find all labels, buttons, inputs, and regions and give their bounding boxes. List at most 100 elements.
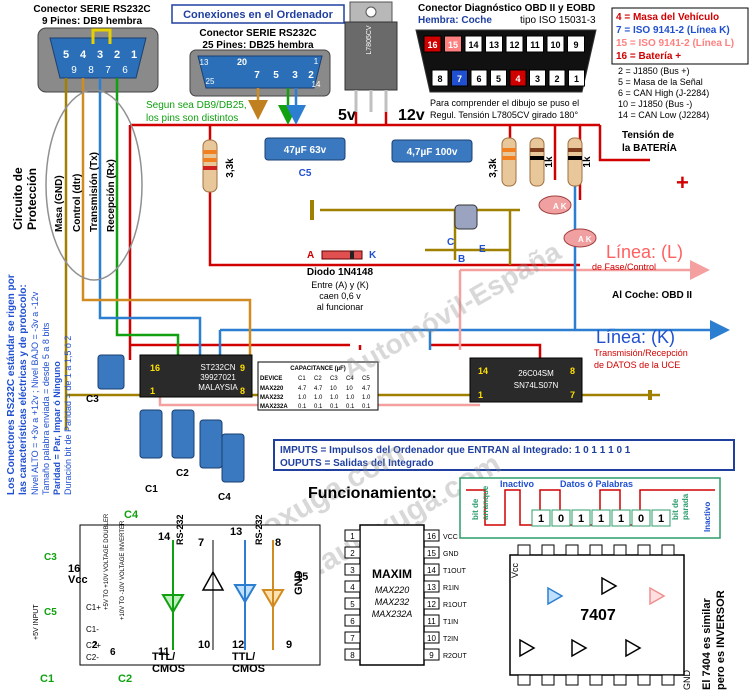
- svg-text:9: 9: [71, 65, 77, 76]
- maxim-left-pin: [344, 546, 361, 559]
- rs232-standard-note: Los Conectores RS232C estándar se rigen …: [6, 274, 73, 495]
- svg-text:al funcionar: al funcionar: [317, 302, 364, 312]
- svg-text:C1: C1: [298, 376, 306, 382]
- maxim-right-pin-label: 14: [427, 566, 436, 575]
- svg-text:Duración bit de Paridad = de 1: Duración bit de Paridad = de 1 a 1,5 ó 2: [63, 336, 73, 495]
- obd-title: Conector Diagnóstico OBD II y EOBD: [418, 3, 595, 14]
- svg-text:9: 9: [286, 639, 292, 651]
- svg-text:14: 14: [478, 366, 488, 376]
- svg-text:8: 8: [88, 65, 94, 76]
- al-coche-label: Al Coche: OBD II: [612, 290, 692, 301]
- svg-text:6: 6: [122, 65, 128, 76]
- obd-pin-label: 6: [476, 74, 481, 84]
- maxim-left-pin: [344, 614, 361, 627]
- ic-st232: ST232CN 39927021 MALAYSIA 16 9 1 8: [139, 354, 253, 398]
- obd-pin-label: 12: [509, 40, 519, 50]
- svg-text:11: 11: [158, 646, 170, 658]
- svg-text:C2-: C2-: [86, 653, 99, 662]
- svg-text:C2: C2: [314, 376, 322, 382]
- obd-pin: [423, 35, 442, 53]
- maxim-right-pin: [423, 648, 440, 661]
- ic7407-top-pin: [589, 544, 603, 556]
- svg-text:C3: C3: [86, 394, 99, 405]
- led-pair: A K A K: [538, 195, 597, 248]
- cap-table-cell: 1.0: [362, 395, 371, 401]
- maxim-right-pin-label: 9: [429, 651, 434, 660]
- timing-bit-box: [591, 509, 611, 527]
- svg-text:RS-232: RS-232: [254, 514, 264, 545]
- cap-table-cell: 4.7: [314, 386, 323, 392]
- ic7407-top-pin: [541, 544, 555, 556]
- svg-text:C: C: [447, 237, 454, 248]
- svg-text:5: 5: [273, 70, 279, 81]
- linea-k-sublabel-1: Transmisión/Recepción: [594, 348, 688, 358]
- svg-text:Datos ó Palabras: Datos ó Palabras: [560, 479, 633, 489]
- capacitance-table: CAPACITANCE (µF) DEVICE C1 C2 C3 C4 C5 M…: [257, 361, 379, 411]
- maxim-signal-label: T2IN: [443, 636, 458, 643]
- timing-bit: 0: [638, 513, 644, 525]
- maxim-left-pin-label: 4: [350, 583, 355, 592]
- svg-text:26C04SM: 26C04SM: [518, 369, 554, 378]
- maxim-right-pin: [423, 563, 440, 576]
- svg-text:C2+: C2+: [86, 641, 101, 650]
- maxim-left-pin-label: 8: [350, 651, 355, 660]
- obd-pin: [548, 69, 566, 87]
- svg-text:GND: GND: [293, 571, 305, 596]
- db-note-2: los pins son distintos: [146, 113, 238, 124]
- obd-pin-label: 10: [550, 40, 560, 50]
- timing-bit: 1: [598, 513, 604, 525]
- timing-bit-box: [571, 509, 591, 527]
- svg-text:arranque: arranque: [481, 485, 490, 520]
- svg-text:C5: C5: [44, 607, 57, 618]
- svg-text:Vcc: Vcc: [510, 562, 520, 578]
- pc-connections-label: Conexiones en el Ordenador: [183, 9, 333, 21]
- svg-text:C1-: C1-: [86, 625, 99, 634]
- maxim-right-pin-label: 15: [427, 549, 436, 558]
- obd-pin-label: 4: [515, 74, 520, 84]
- maxim-right-pin: [423, 529, 440, 542]
- svg-text:3,3k: 3,3k: [225, 158, 236, 178]
- svg-text:C4: C4: [346, 376, 354, 382]
- svg-text:C1: C1: [40, 673, 54, 685]
- svg-text:TTL/: TTL/: [232, 651, 255, 663]
- svg-text:1k: 1k: [544, 156, 555, 168]
- svg-text:16: 16: [150, 363, 160, 373]
- db9-pins-top: 5 4 3 2 1: [63, 49, 137, 61]
- obd-pin: [526, 35, 544, 53]
- svg-text:C5: C5: [362, 376, 370, 382]
- battery-label-2: la BATERÍA: [622, 141, 677, 154]
- maxim-signal-label: R1IN: [443, 585, 459, 592]
- maxim-left-pin-label: 6: [350, 617, 355, 626]
- svg-text:Inactivo: Inactivo: [703, 502, 712, 532]
- obd-pin: [567, 35, 585, 53]
- cap-table-cell: 1.0: [298, 395, 307, 401]
- svg-text:15 = ISO 9141-2 (Línea L): 15 = ISO 9141-2 (Línea L): [616, 38, 734, 49]
- db9-subtitle: 9 Pines: DB9 hembra: [42, 16, 142, 27]
- timing-bit-box: [551, 509, 571, 527]
- svg-text:pero es INVERSOR: pero es INVERSOR: [715, 590, 727, 690]
- obd-pin: [485, 35, 503, 53]
- svg-text:CMOS: CMOS: [152, 663, 185, 675]
- obd-pin: [568, 69, 585, 87]
- ic1-capacitors: C3 C1 C2 C4: [86, 354, 245, 503]
- svg-text:MAX232A: MAX232A: [372, 609, 413, 619]
- svg-text:Los Conectores RS232C estándar: Los Conectores RS232C estándar se rigen …: [6, 274, 17, 495]
- maxim-signal-label: R2OUT: [443, 653, 467, 660]
- obd-pin: [464, 35, 483, 53]
- resistor-r4: 1k: [567, 137, 593, 187]
- maxim-left-pin: [344, 580, 361, 593]
- obd-pin: [470, 69, 488, 87]
- maxim-left-pin: [344, 648, 361, 661]
- svg-text:C5: C5: [299, 168, 312, 179]
- timing-bit-box: [531, 509, 551, 527]
- obd-subtitle: Hembra: Coche: [418, 15, 492, 26]
- transistor: C B E: [447, 204, 486, 265]
- obd-pin-label: 15: [448, 40, 458, 50]
- svg-text:4: 4: [80, 49, 87, 61]
- timing-bit: 0: [558, 513, 564, 525]
- timing-bit: 1: [538, 513, 544, 525]
- svg-text:MAX220: MAX220: [375, 585, 410, 595]
- obd-pin: [451, 69, 468, 87]
- ic7407-bottom-pin: [517, 674, 531, 686]
- diode-1n4148: A K Diodo 1N4148 Entre (A) y (K) caen 0,…: [307, 250, 377, 312]
